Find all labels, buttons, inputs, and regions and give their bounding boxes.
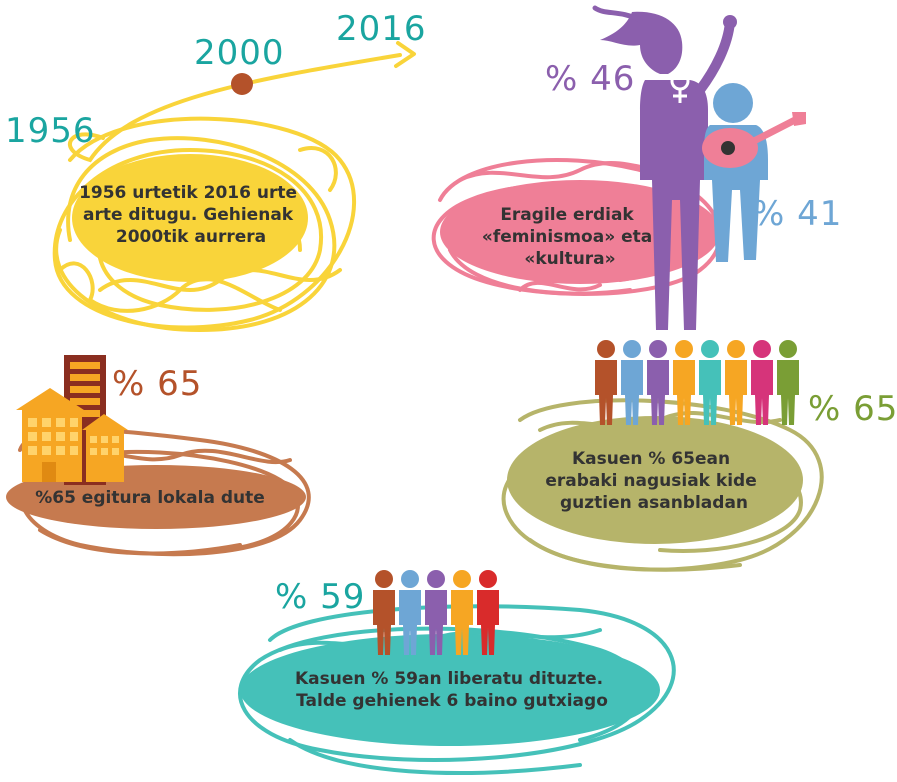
person-icon — [451, 570, 473, 655]
agents-section: % 46 % 41 Eragile erdiak «feminismoa» et… — [431, 5, 842, 330]
timeline-dot-marker — [231, 73, 253, 95]
person-icon — [777, 340, 799, 425]
person-icon — [673, 340, 695, 425]
female-percent-label: % 46 — [545, 59, 635, 99]
liberated-percent-label: % 59 — [275, 577, 365, 617]
liberated-people-icon — [373, 570, 499, 655]
person-icon — [595, 340, 617, 425]
person-icon — [647, 340, 669, 425]
person-icon — [477, 570, 499, 655]
small-house-icon — [82, 414, 128, 482]
assembly-section: % 65 Kasuen % 65ean erabaki nagusiak kid… — [501, 340, 897, 572]
timeline-section: 1956 2000 2016 1956 urtetik 2016 urte ar… — [5, 9, 427, 332]
olive-ellipse — [507, 416, 803, 544]
guitar-player-figure-icon — [702, 83, 806, 262]
timeline-caption: 1956 urtetik 2016 urte arte ditugu. Gehi… — [79, 183, 303, 247]
local-caption: %65 egitura lokala dute — [35, 488, 265, 508]
year-mid-label: 2000 — [194, 33, 285, 73]
teal-ellipse — [240, 634, 660, 746]
person-icon — [725, 340, 747, 425]
person-icon — [399, 570, 421, 655]
timeline-arrow-head-icon — [394, 41, 416, 68]
year-start-label: 1956 — [5, 111, 96, 151]
agents-caption: Eragile erdiak «feminismoa» eta «kultura… — [482, 205, 658, 269]
person-icon — [621, 340, 643, 425]
person-icon — [751, 340, 773, 425]
pink-ellipse — [440, 180, 720, 284]
assembly-people-icon — [595, 340, 799, 425]
yellow-ellipse — [72, 154, 308, 282]
house-building-icon — [16, 388, 84, 482]
assembly-percent-label: % 65 — [808, 389, 897, 429]
person-icon — [425, 570, 447, 655]
music-percent-label: % 41 — [752, 194, 842, 234]
local-section: % 65 %65 egitura lokala dute — [6, 355, 311, 557]
timeline-arrow-line — [68, 53, 402, 163]
female-figure-icon — [592, 5, 737, 330]
person-icon — [373, 570, 395, 655]
assembly-caption: Kasuen % 65ean erabaki nagusiak kide guz… — [545, 449, 762, 513]
local-percent-label: % 65 — [112, 364, 202, 404]
year-end-label: 2016 — [336, 9, 427, 49]
liberated-caption: Kasuen % 59an liberatu dituzte. Talde ge… — [295, 669, 609, 711]
liberated-section: % 59 Kasuen % 59an liberatu dituzte. Tal… — [238, 570, 676, 775]
person-icon — [699, 340, 721, 425]
